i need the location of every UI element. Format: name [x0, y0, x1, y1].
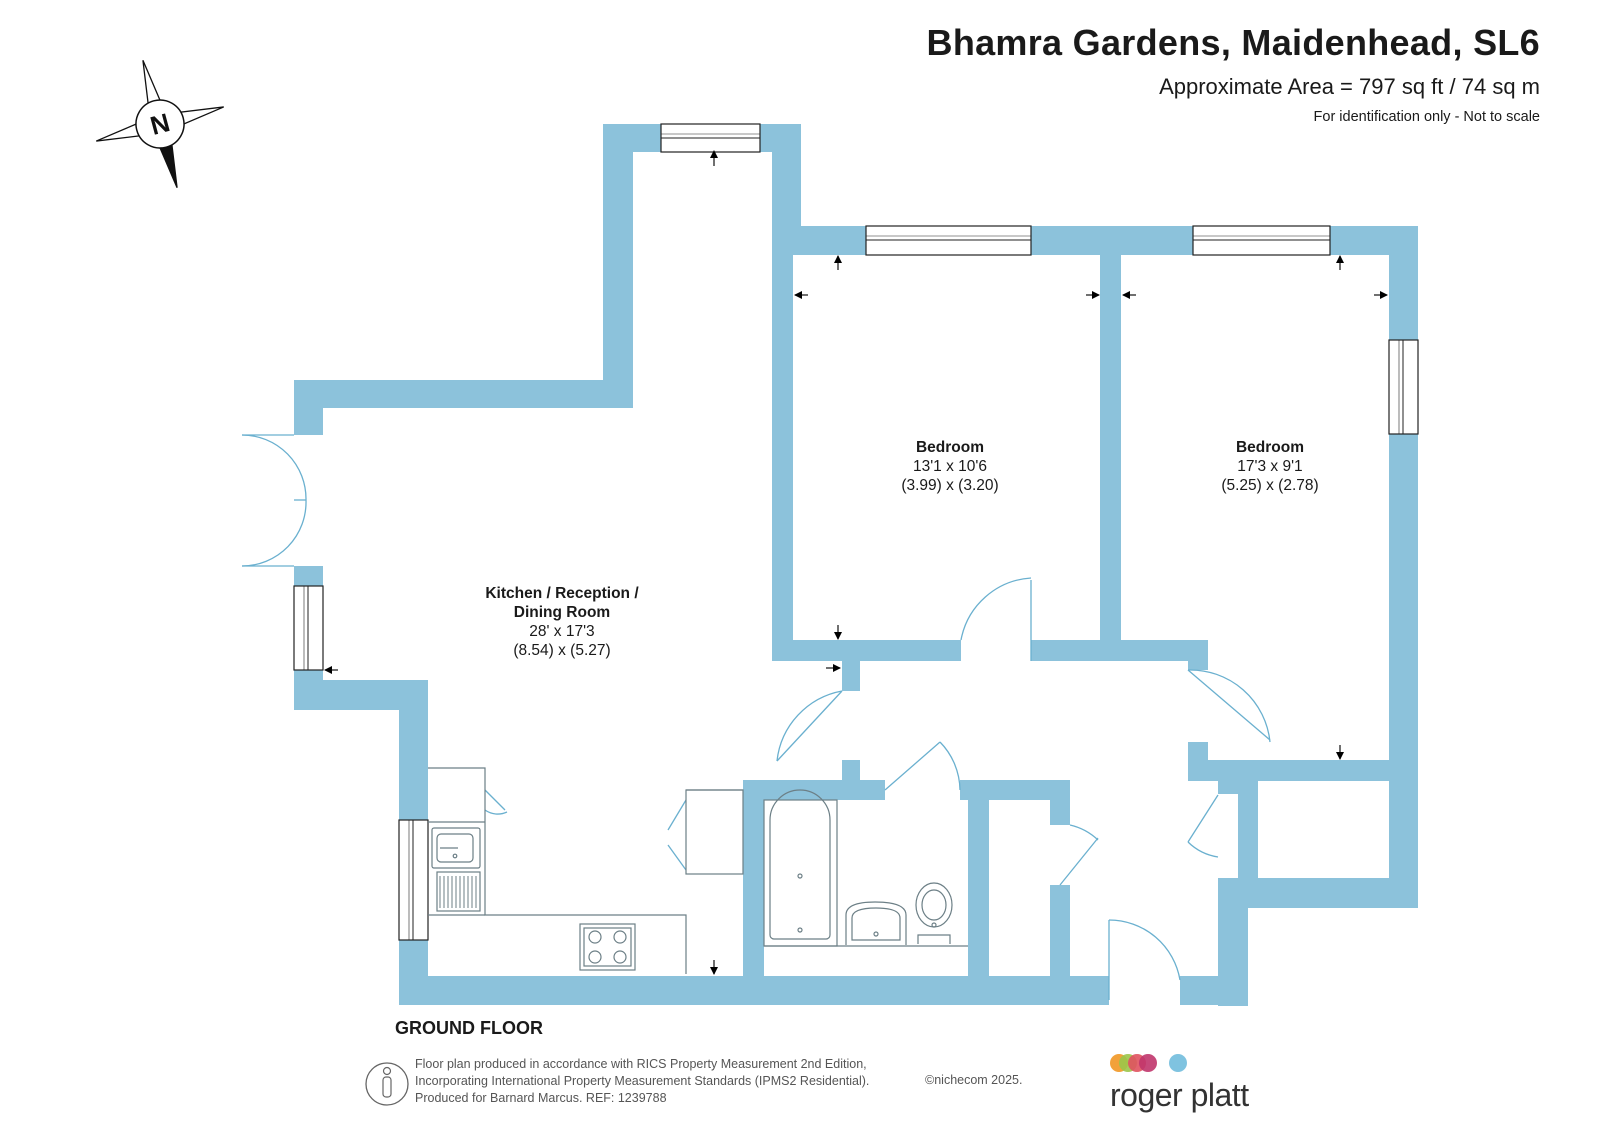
toilet-icon [915, 882, 953, 944]
doors [241, 434, 1271, 1000]
identification-note: For identification only - Not to scale [1313, 109, 1540, 125]
room-name-line2: Dining Room [514, 604, 610, 621]
door-store [1187, 794, 1219, 858]
arrow-marker [1374, 291, 1388, 299]
door-kitchen [776, 690, 843, 762]
compass-rose-icon: N [95, 59, 225, 189]
arrow-marker [1122, 291, 1136, 299]
room-size-imperial: 13'1 x 10'6 [913, 458, 987, 475]
arrow-marker [324, 666, 338, 674]
fixtures [428, 767, 968, 974]
arrow-marker [834, 255, 842, 270]
copyright: ©nichecom 2025. [925, 1073, 1023, 1087]
door-bedroom1 [960, 577, 1032, 661]
room-size-metric: (8.54) x (5.27) [513, 642, 610, 659]
property-title: Bhamra Gardens, Maidenhead, SL6 [926, 22, 1540, 63]
measurement-arrows [324, 150, 1388, 975]
window-bedroom2-side [1388, 339, 1419, 435]
footer-line-3: Produced for Barnard Marcus. REF: 123978… [415, 1091, 667, 1105]
room-size-imperial: 28' x 17'3 [529, 623, 594, 640]
hob-icon [579, 923, 636, 971]
door-bathroom [884, 741, 961, 791]
arrow-marker [826, 664, 841, 672]
arrow-marker [794, 291, 808, 299]
arrow-marker [710, 960, 718, 975]
kitchen-counter [428, 767, 687, 974]
door-bedroom2 [1187, 669, 1271, 743]
arrow-marker [1336, 745, 1344, 760]
room-name: Bedroom [1236, 439, 1304, 456]
window-top-entry [660, 123, 761, 153]
room-size-metric: (3.99) x (3.20) [901, 477, 998, 494]
room-label-kitchen: Kitchen / Reception / Dining Room 28' x … [485, 585, 639, 659]
room-name: Bedroom [916, 439, 984, 456]
french-doors [241, 434, 307, 567]
bath-icon [763, 789, 838, 947]
arrow-marker [1086, 291, 1100, 299]
door-entrance [1108, 919, 1181, 1000]
room-name-line1: Kitchen / Reception / [485, 585, 639, 602]
footer-line-2: Incorporating International Property Mea… [415, 1074, 870, 1088]
arrow-marker [1336, 255, 1344, 270]
window-bedroom1 [865, 225, 1032, 256]
arrow-marker [834, 625, 842, 640]
window-kitchen-sink [398, 819, 429, 941]
window-kitchen-left [293, 585, 324, 671]
basin-icon [845, 901, 907, 945]
room-size-imperial: 17'3 x 9'1 [1237, 458, 1302, 475]
sink-icon [431, 827, 481, 912]
floor-label: GROUND FLOOR [395, 1018, 543, 1038]
person-info-icon [365, 1062, 409, 1106]
footer-line-1: Floor plan produced in accordance with R… [415, 1057, 867, 1071]
kitchen-cupboard [685, 789, 744, 875]
arrow-marker [710, 150, 718, 166]
window-bedroom2-top [1192, 225, 1331, 256]
brand-name: roger platt [1110, 1077, 1249, 1113]
room-label-bedroom-2: Bedroom 17'3 x 9'1 (5.25) x (2.78) [1221, 439, 1318, 494]
windows [293, 123, 1419, 941]
approximate-area: Approximate Area = 797 sq ft / 74 sq m [1159, 74, 1540, 99]
door-cupboard [1059, 824, 1099, 886]
room-size-metric: (5.25) x (2.78) [1221, 477, 1318, 494]
door-kitchen-cupboard [484, 789, 687, 871]
brand-logo-icon [1110, 1054, 1187, 1072]
footer-note: Floor plan produced in accordance with R… [415, 1056, 869, 1107]
walls [294, 124, 1418, 1006]
room-label-bedroom-1: Bedroom 13'1 x 10'6 (3.99) x (3.20) [901, 439, 998, 494]
